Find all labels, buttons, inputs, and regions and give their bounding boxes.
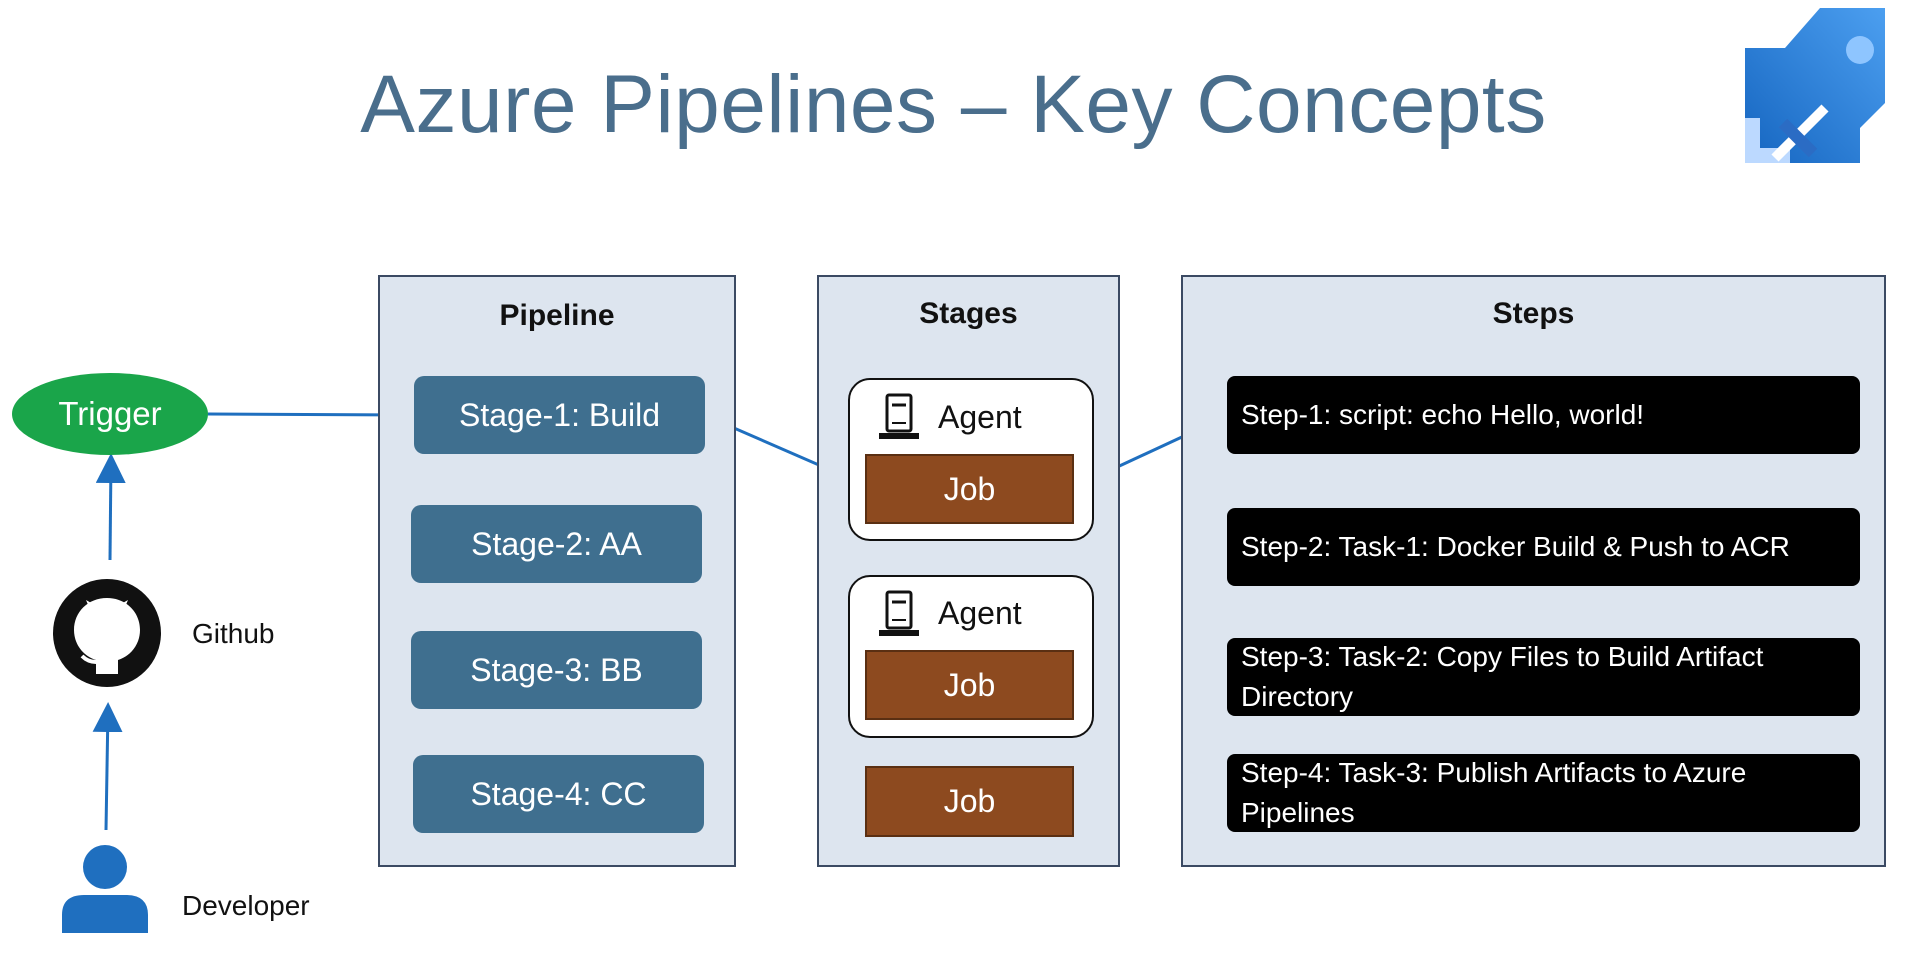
job-node-3: Job — [865, 766, 1074, 837]
developer-user-icon — [62, 845, 148, 933]
arrow-developer-to-github — [92, 702, 123, 831]
step-1-node: Step-1: script: echo Hello, world! — [1227, 376, 1860, 454]
step-4-node: Step-4: Task-3: Publish Artifacts to Azu… — [1227, 754, 1860, 832]
stages-title: Stages — [919, 297, 1018, 330]
job-node-2: Job — [865, 650, 1074, 720]
arrow-github-to-trigger — [95, 453, 126, 561]
arrow-trigger-to-stage1 — [207, 399, 416, 430]
github-label: Github — [192, 618, 275, 649]
step-3-node: Step-3: Task-2: Copy Files to Build Arti… — [1227, 638, 1860, 716]
pipeline-title: Pipeline — [499, 299, 615, 332]
developer-label: Developer — [182, 890, 310, 921]
stage-1-node: Stage-1: Build — [414, 376, 705, 454]
stage-2-node: Stage-2: AA — [411, 505, 702, 583]
github-icon — [53, 579, 161, 687]
step-2-node: Step-2: Task-1: Docker Build & Push to A… — [1227, 508, 1860, 586]
stage-3-node: Stage-3: BB — [411, 631, 702, 709]
agent-label: Agent — [938, 399, 1022, 435]
agent-server-icon — [879, 590, 919, 636]
page-title: Azure Pipelines – Key Concepts — [360, 59, 1547, 150]
steps-title: Steps — [1492, 297, 1575, 330]
agent-label: Agent — [938, 595, 1022, 631]
azure-pipelines-logo-icon — [1745, 8, 1885, 163]
stage-4-node: Stage-4: CC — [413, 755, 704, 833]
agent-server-icon — [879, 393, 919, 439]
trigger-node: Trigger — [12, 373, 208, 455]
job-node-1: Job — [865, 454, 1074, 524]
